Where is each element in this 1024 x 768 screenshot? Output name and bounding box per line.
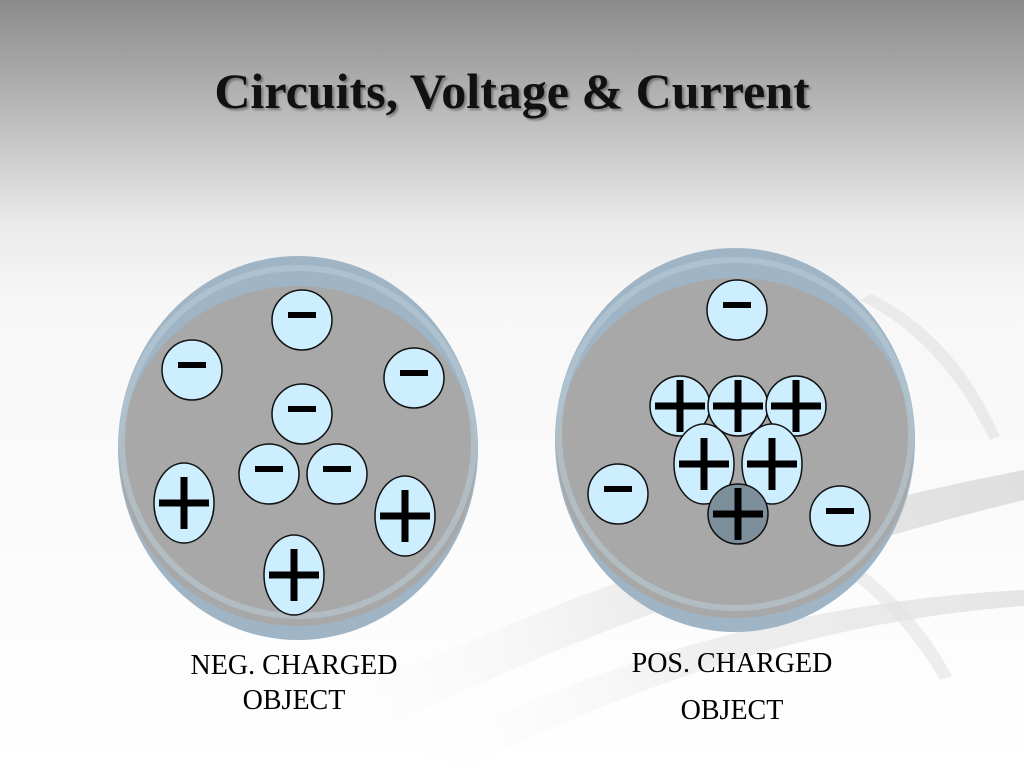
pos-charged-object xyxy=(555,248,915,632)
electron-particle xyxy=(383,347,445,409)
particle-body xyxy=(271,289,333,351)
proton-particle xyxy=(741,423,803,505)
proton-particle xyxy=(374,475,436,557)
particle-body xyxy=(383,347,445,409)
neg-caption-line-2: OBJECT xyxy=(242,685,346,716)
pos-caption-line-2: OBJECT xyxy=(680,695,784,726)
minus-sign-icon xyxy=(723,302,751,308)
slide-title: Circuits, Voltage & Current xyxy=(214,63,810,119)
proton-particle xyxy=(153,462,215,544)
plus-sign-icon xyxy=(290,549,298,601)
particle-body xyxy=(706,279,768,341)
particle-body xyxy=(306,443,368,505)
minus-sign-icon xyxy=(288,406,316,412)
minus-sign-icon xyxy=(400,370,428,376)
electron-particle xyxy=(306,443,368,505)
particle-body xyxy=(238,443,300,505)
neg-charged-object xyxy=(118,256,478,640)
electron-particle xyxy=(161,339,223,401)
minus-sign-icon xyxy=(178,362,206,368)
proton-particle xyxy=(263,534,325,616)
electron-particle xyxy=(238,443,300,505)
proton-particle xyxy=(765,375,827,437)
particle-body xyxy=(161,339,223,401)
plus-sign-icon xyxy=(401,490,409,542)
pos-caption-line-1: POS. CHARGED xyxy=(631,648,833,679)
proton-particle xyxy=(673,423,735,505)
neg-object-caption: NEG. CHARGED OBJECT xyxy=(144,648,444,718)
particle-body xyxy=(587,463,649,525)
plus-sign-icon xyxy=(180,477,188,529)
minus-sign-icon xyxy=(255,466,283,472)
minus-sign-icon xyxy=(826,508,854,514)
plus-sign-icon xyxy=(676,380,684,432)
particle-body xyxy=(271,383,333,445)
plus-sign-icon xyxy=(700,438,708,490)
object-rim-highlight xyxy=(119,265,477,619)
minus-sign-icon xyxy=(323,466,351,472)
minus-sign-icon xyxy=(288,312,316,318)
plus-sign-icon xyxy=(792,380,800,432)
object-rim-highlight xyxy=(556,257,914,611)
electron-particle xyxy=(271,289,333,351)
electron-particle xyxy=(706,279,768,341)
electron-particle xyxy=(587,463,649,525)
minus-sign-icon xyxy=(604,486,632,492)
electron-particle xyxy=(809,485,871,547)
particle-body xyxy=(809,485,871,547)
pos-object-caption: POS. CHARGED OBJECT xyxy=(582,640,882,734)
proton-particle xyxy=(707,483,769,545)
plus-sign-icon xyxy=(734,380,742,432)
electron-particle xyxy=(271,383,333,445)
plus-sign-icon xyxy=(768,438,776,490)
neg-caption-line-1: NEG. CHARGED xyxy=(190,650,398,681)
plus-sign-icon xyxy=(734,488,742,540)
